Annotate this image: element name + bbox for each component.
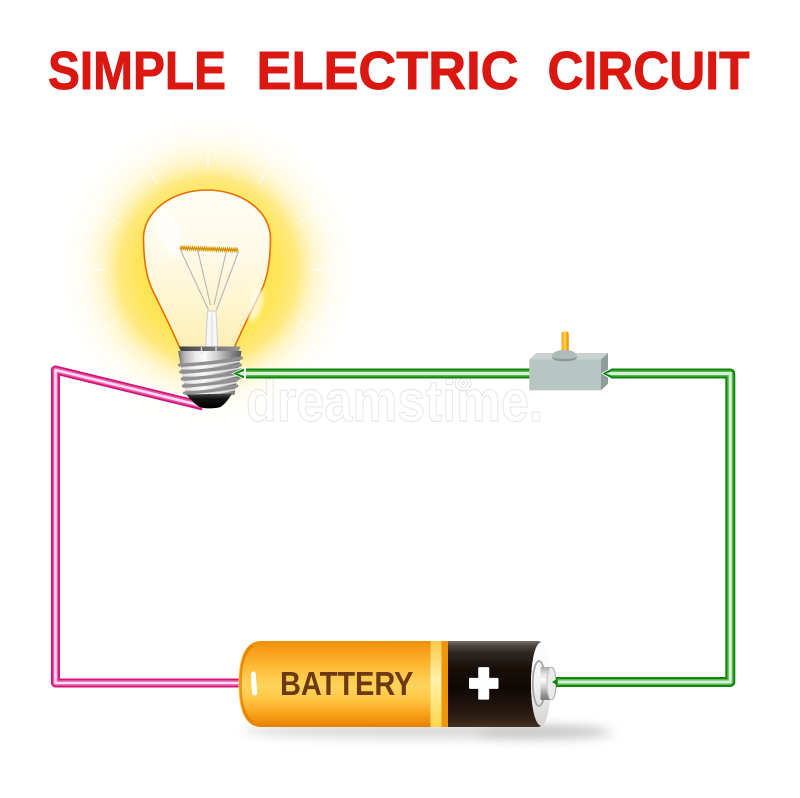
svg-text:BATTERY: BATTERY bbox=[280, 665, 414, 702]
svg-text:CIRCUIT: CIRCUIT bbox=[548, 41, 750, 101]
svg-text:dreamstime.: dreamstime. bbox=[246, 369, 543, 434]
svg-text:ELECTRIC: ELECTRIC bbox=[257, 41, 519, 101]
svg-text:SIMPLE: SIMPLE bbox=[48, 41, 226, 101]
